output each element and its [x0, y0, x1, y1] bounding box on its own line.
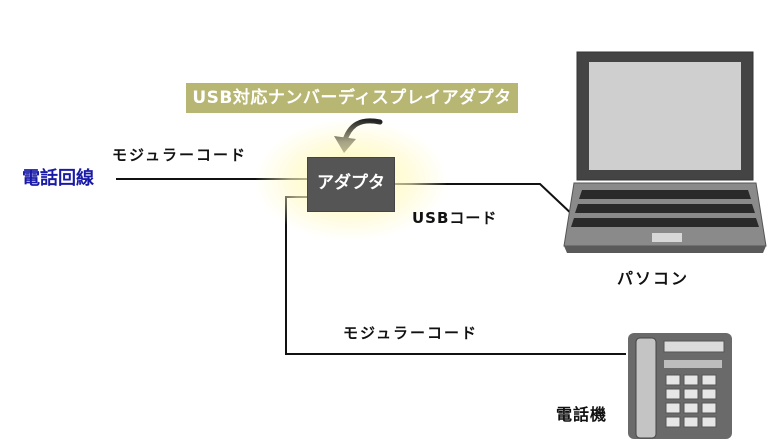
modular-cord-label-bottom: モジュラーコード [343, 324, 478, 342]
laptop-icon [563, 51, 767, 253]
telephone-icon [628, 333, 732, 439]
telephone-label: 電話機 [556, 405, 608, 424]
adapter-title-banner: USB対応ナンバーディスプレイアダプタ [186, 83, 518, 113]
phone-line-label: 電話回線 [22, 168, 94, 189]
pc-label: パソコン [617, 269, 690, 288]
usb-cord-label: USBコード [412, 209, 498, 227]
modular-cord-label-top: モジュラーコード [112, 146, 247, 164]
adapter-box: アダプタ [307, 157, 395, 212]
